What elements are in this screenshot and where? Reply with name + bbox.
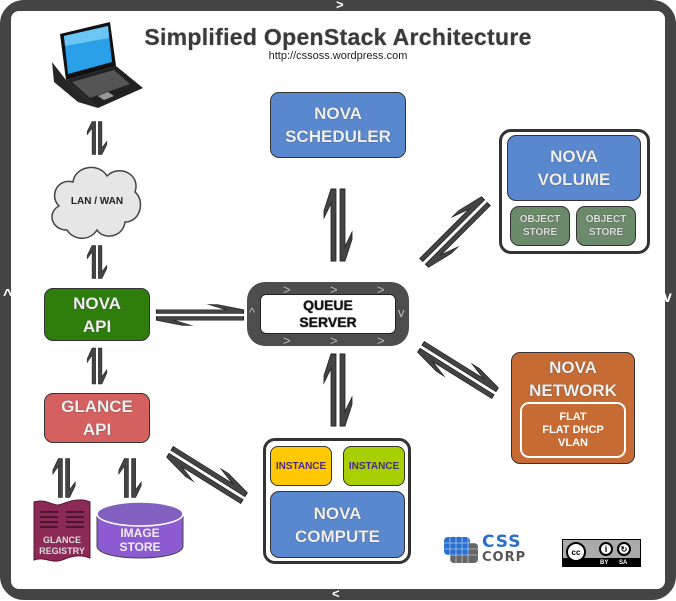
- arrow-novaapi-queue: [155, 303, 245, 327]
- arrow-network-queue: [413, 335, 503, 405]
- instance-node[interactable]: INSTANCE: [270, 446, 332, 486]
- glance-api-line1: GLANCE: [61, 397, 133, 416]
- image-store-line1: IMAGE: [120, 526, 160, 540]
- object-store-line2: STORE: [588, 227, 624, 238]
- css-corp-grid-icon: [444, 537, 478, 563]
- queue-chevron-down-icon: v: [398, 305, 405, 320]
- cc-sa-label: SA: [619, 560, 628, 566]
- object-store-line1: OBJECT: [519, 214, 561, 225]
- queue-chevron-icon: >: [377, 333, 385, 348]
- glance-registry-line1: GLANCE: [43, 535, 81, 545]
- arrow-glance-registry: [52, 458, 76, 498]
- object-store-line1: OBJECT: [585, 214, 627, 225]
- nova-api-line1: NOVA: [73, 293, 121, 313]
- diagram-subtitle: http://cssoss.wordpress.com: [268, 50, 408, 62]
- queue-chevron-icon: >: [283, 333, 291, 348]
- network-mode: VLAN: [558, 436, 588, 449]
- arrow-scheduler-queue: [323, 188, 353, 262]
- nova-scheduler-node[interactable]: NOVA SCHEDULER: [270, 92, 406, 158]
- nova-compute-line2: COMPUTE: [295, 526, 380, 546]
- nova-volume-node[interactable]: NOVA VOLUME: [507, 135, 641, 201]
- network-mode: FLAT: [559, 410, 587, 423]
- arrow-glance-imagestore: [118, 458, 142, 498]
- arrow-network-novaapi: [86, 245, 108, 279]
- image-store-line2: STORE: [119, 540, 161, 554]
- nova-compute-line1: NOVA: [313, 503, 362, 523]
- nova-network-line2: NETWORK: [529, 381, 617, 400]
- cc-by-label: BY: [600, 560, 609, 566]
- frame-chevron-down-icon: v: [663, 289, 672, 306]
- queue-chevron-up-icon: ^: [249, 305, 256, 320]
- nova-compute-node[interactable]: NOVA COMPUTE: [270, 491, 405, 558]
- frame-chevron-right-icon: >: [336, 0, 344, 12]
- nova-api-node[interactable]: NOVA API: [44, 288, 150, 341]
- queue-server-line2: SERVER: [299, 314, 357, 330]
- arrow-novaapi-glanceapi: [86, 347, 108, 385]
- cc-license-badge[interactable]: cc i ↻ BY SA: [562, 539, 641, 567]
- frame-chevron-up-icon: ^: [3, 287, 13, 304]
- object-store-line2: STORE: [522, 227, 558, 238]
- glance-registry-icon: [33, 499, 91, 562]
- laptop-icon: [52, 22, 143, 108]
- object-store-node[interactable]: OBJECT STORE: [510, 206, 570, 246]
- cloud-icon: [51, 166, 142, 239]
- network-mode: FLAT DHCP: [542, 423, 604, 436]
- network-modes-box: FLAT FLAT DHCP VLAN: [520, 402, 626, 458]
- glance-registry-line2: REGISTRY: [39, 546, 85, 556]
- frame-chevron-left-icon: <: [332, 586, 340, 601]
- queue-chevron-icon: >: [330, 333, 338, 348]
- nova-volume-line1: NOVA: [550, 147, 598, 166]
- glance-registry-node[interactable]: GLANCE REGISTRY: [32, 535, 92, 557]
- cc-icon: cc: [566, 542, 586, 562]
- css-corp-logo-line2: CORP: [482, 550, 527, 565]
- queue-chevron-icon: >: [283, 282, 291, 297]
- instance-node[interactable]: INSTANCE: [343, 446, 405, 486]
- arrow-compute-queue: [323, 353, 353, 427]
- nova-scheduler-line1: NOVA: [314, 104, 362, 123]
- nova-api-line2: API: [82, 316, 112, 336]
- attribution-icon: i: [599, 542, 613, 556]
- network-label: LAN / WAN: [70, 196, 124, 207]
- nova-volume-line2: VOLUME: [537, 170, 611, 189]
- nova-network-line1: NOVA: [549, 358, 597, 377]
- diagram-title: Simplified OpenStack Architecture: [144, 24, 532, 50]
- arrow-client-network: [86, 121, 108, 155]
- nova-scheduler-line2: SCHEDULER: [285, 127, 391, 146]
- glance-api-line2: API: [82, 420, 112, 439]
- image-store-node[interactable]: IMAGE STORE: [95, 526, 185, 554]
- queue-chevron-icon: >: [377, 282, 385, 297]
- nova-network-node[interactable]: NOVA NETWORK: [511, 352, 635, 464]
- queue-server-node[interactable]: QUEUE SERVER: [260, 294, 396, 334]
- arrow-volume-queue: [414, 191, 496, 273]
- glance-api-node[interactable]: GLANCE API: [44, 393, 150, 443]
- arrow-glance-compute: [162, 440, 252, 510]
- instance-label: INSTANCE: [348, 460, 400, 472]
- queue-server-line1: QUEUE: [303, 297, 353, 313]
- css-corp-logo-line1: CSS: [482, 532, 522, 552]
- object-store-node[interactable]: OBJECT STORE: [576, 206, 636, 246]
- instance-label: INSTANCE: [275, 460, 327, 472]
- queue-chevron-icon: >: [330, 282, 338, 297]
- image-store-icon: [96, 501, 184, 559]
- share-alike-icon: ↻: [617, 542, 631, 556]
